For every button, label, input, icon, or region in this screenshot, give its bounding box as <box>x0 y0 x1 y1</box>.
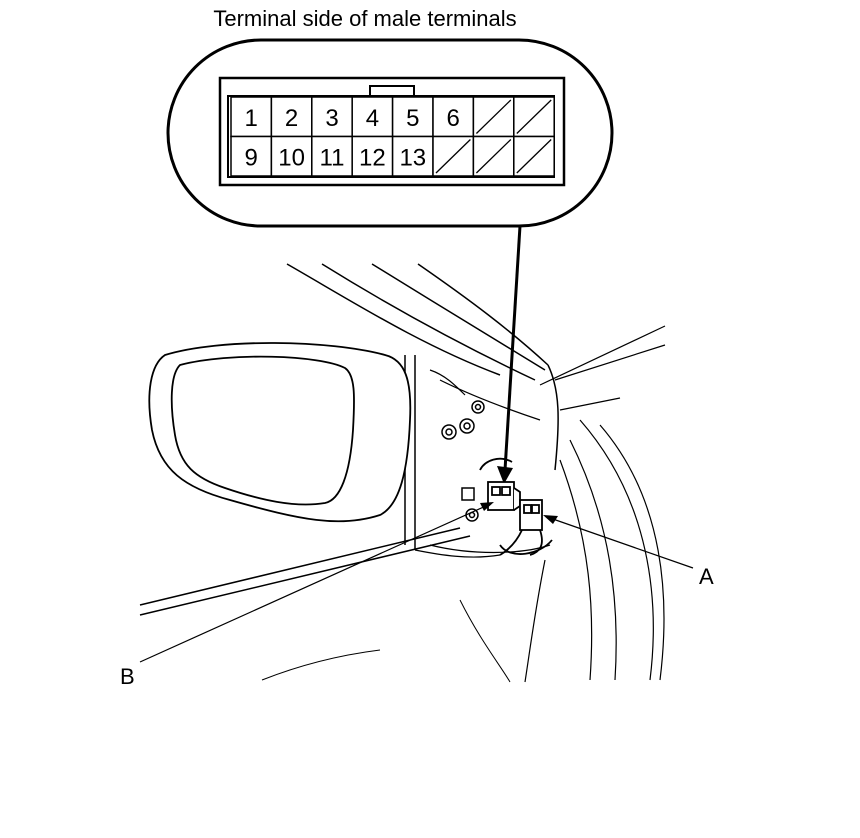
pin-cell-5 <box>391 96 434 138</box>
pin-number-9: 9 <box>245 144 258 171</box>
pin-number-4: 4 <box>366 105 379 132</box>
callout-a-leader <box>549 517 694 569</box>
pin-cell-4 <box>351 96 394 138</box>
unused-pin-slash <box>516 99 552 134</box>
pin-cell-12 <box>351 135 394 177</box>
pin-number-5: 5 <box>406 105 419 132</box>
connector-b-body <box>479 457 521 511</box>
pin-cell-3 <box>311 96 353 138</box>
pin-cell-6 <box>432 96 475 138</box>
pin-number-1: 1 <box>245 105 258 132</box>
connector-leader-line <box>503 225 522 471</box>
pin-cell-9 <box>230 135 273 177</box>
connector-a-body <box>499 499 553 556</box>
diagram-caption: Terminal side of male terminals <box>213 6 517 31</box>
pin-cell-11 <box>311 135 353 177</box>
unused-pin-slash <box>435 139 471 174</box>
pin-number-13: 13 <box>399 144 426 171</box>
callout-a-arrowhead <box>543 515 558 524</box>
door-frame-lines <box>261 263 666 683</box>
unused-pin-slash <box>475 99 512 134</box>
pin-number-11: 11 <box>320 144 345 171</box>
pin-cell-10 <box>270 135 313 177</box>
connector-lock-tab <box>369 85 415 97</box>
pin-number-6: 6 <box>447 105 460 132</box>
side-mirror <box>148 342 412 523</box>
pin-number-2: 2 <box>285 105 298 132</box>
pin-number-10: 10 <box>278 144 305 171</box>
callout-b-label: B <box>120 664 135 689</box>
callout-b-arrowhead <box>480 502 494 511</box>
callout-b-leader <box>139 504 489 663</box>
connector-leader-arrowhead <box>497 466 513 484</box>
unused-pin-slash <box>475 139 512 174</box>
pin-number-12: 12 <box>359 144 386 171</box>
pin-number-3: 3 <box>325 105 338 132</box>
unused-pin-slash <box>516 139 552 174</box>
mounting-bolts <box>441 400 485 522</box>
belt-line <box>139 527 471 616</box>
mirror-glass <box>170 355 355 506</box>
callout-a-label: A <box>699 564 714 589</box>
pin-cell-13 <box>391 135 434 177</box>
